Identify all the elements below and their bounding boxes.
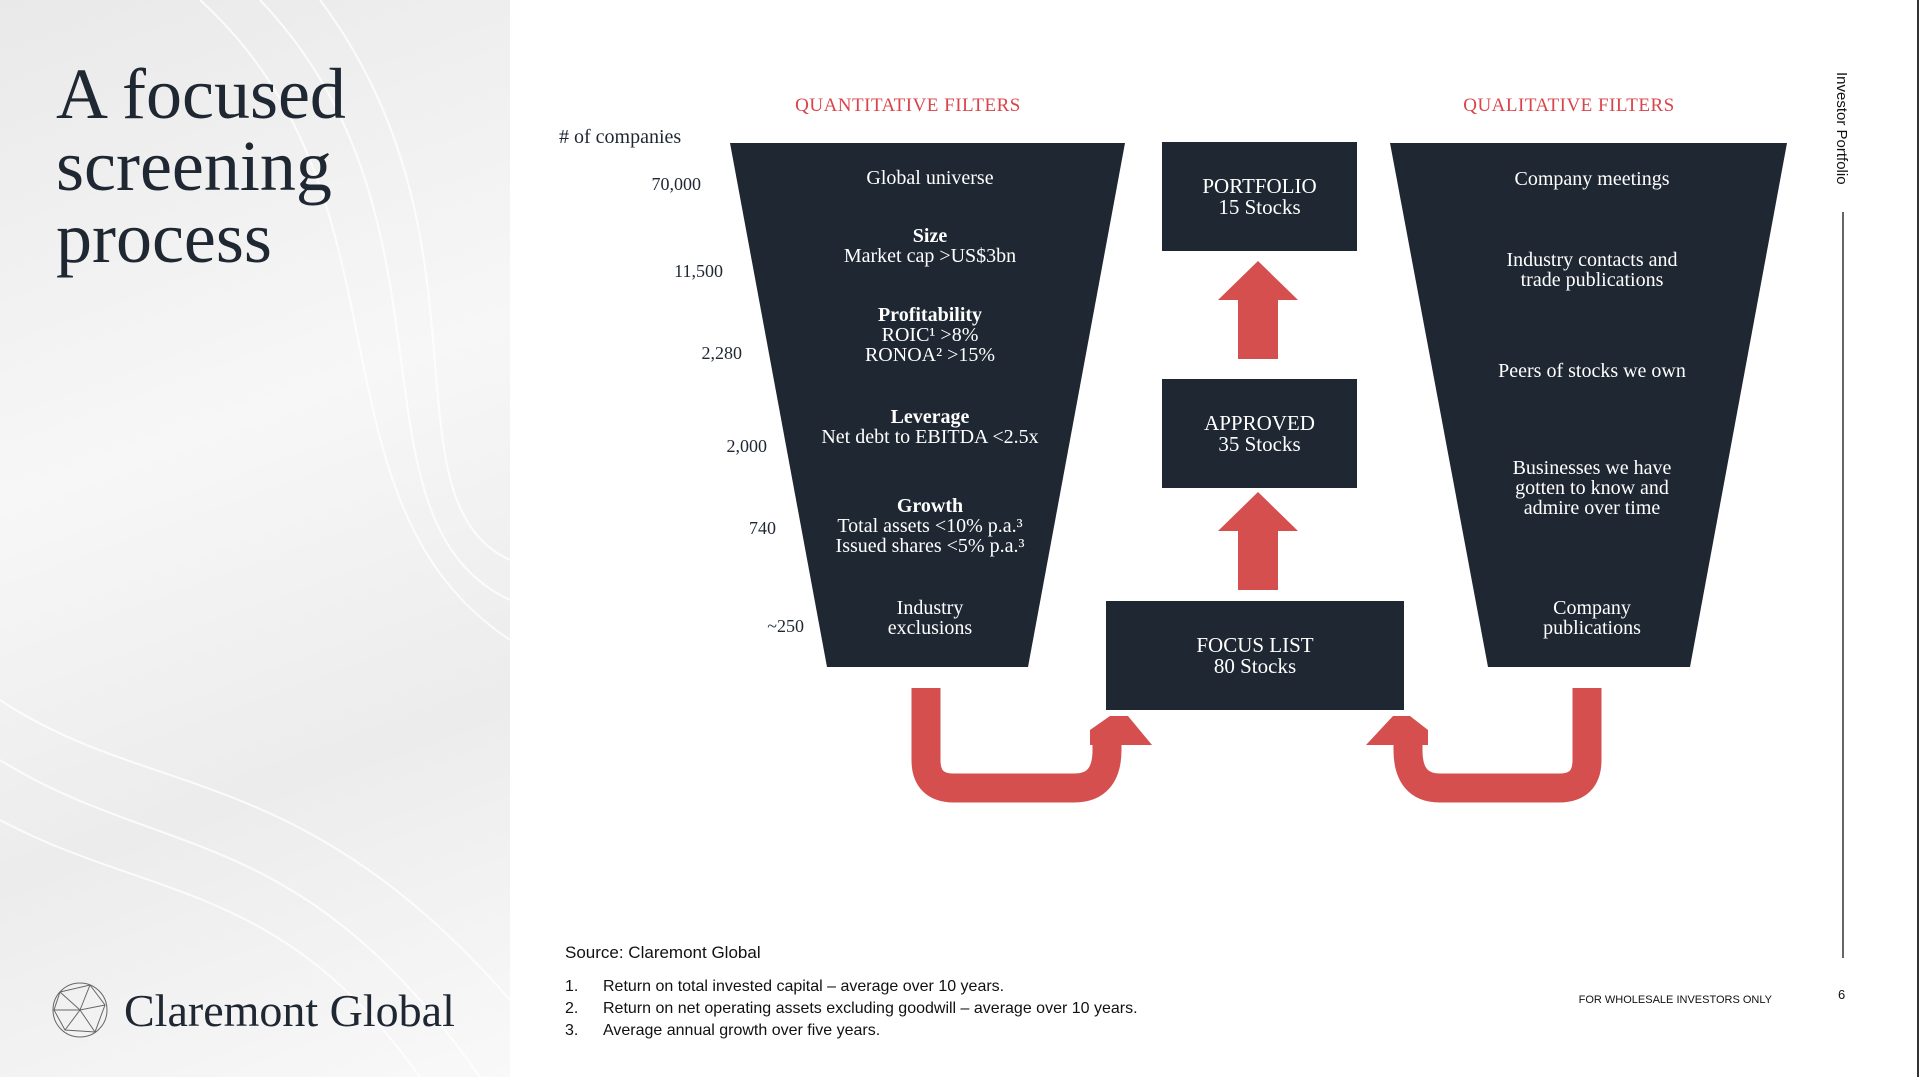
count-value: 11,500 xyxy=(674,261,723,281)
count-value: 70,000 xyxy=(651,174,702,194)
qualitative-funnel xyxy=(1390,143,1787,667)
footnote: 3.Average annual growth over five years. xyxy=(565,1022,881,1039)
page-number: 6 xyxy=(1838,987,1846,1002)
up-arrow-icon xyxy=(1218,261,1298,359)
count-value: 740 xyxy=(749,518,776,538)
left-panel xyxy=(0,0,510,1077)
count-value: ~250 xyxy=(767,616,804,636)
quantitative-header: QUANTITATIVE FILTERS xyxy=(795,95,1021,116)
portfolio-box: PORTFOLIO 15 Stocks xyxy=(1162,142,1357,251)
count-value: 2,000 xyxy=(726,436,768,456)
background-waves xyxy=(0,0,510,1077)
focus-list-box: FOCUS LIST 80 Stocks xyxy=(1106,601,1404,710)
approved-box: APPROVED 35 Stocks xyxy=(1162,379,1357,488)
page-title: A focused screening process xyxy=(56,54,346,278)
logo-globe-icon xyxy=(52,982,108,1038)
qual-stage: Company meetings xyxy=(1514,168,1670,190)
footnote: 1.Return on total invested capital – ave… xyxy=(565,978,1005,995)
arrowhead-icon xyxy=(1366,716,1428,745)
count-value: 2,280 xyxy=(701,343,743,363)
source-text: Source: Claremont Global xyxy=(565,943,761,962)
side-label: Investor Portfolio xyxy=(1833,72,1850,185)
footnote: 2.Return on net operating assets excludi… xyxy=(565,1000,1138,1017)
quant-stage: Global universe xyxy=(866,167,994,189)
logo-text: Claremont Global xyxy=(124,985,455,1036)
box-title: FOCUS LIST xyxy=(1196,632,1314,657)
box-title: PORTFOLIO xyxy=(1202,173,1317,198)
qual-stage: Peers of stocks we own xyxy=(1498,360,1686,382)
qualitative-header: QUALITATIVE FILTERS xyxy=(1463,95,1675,116)
box-subtitle: 35 Stocks xyxy=(1218,431,1301,456)
box-subtitle: 15 Stocks xyxy=(1218,194,1301,219)
count-label: # of companies xyxy=(559,126,682,148)
box-subtitle: 80 Stocks xyxy=(1213,653,1297,678)
up-arrow-icon xyxy=(1218,492,1298,590)
curved-arrow-left-icon xyxy=(911,688,1122,803)
disclaimer: FOR WHOLESALE INVESTORS ONLY xyxy=(1578,994,1772,1006)
curved-arrow-right-icon xyxy=(1393,688,1602,803)
arrowhead-icon xyxy=(1090,716,1152,745)
box-title: APPROVED xyxy=(1204,410,1315,435)
quantitative-funnel xyxy=(730,143,1125,667)
